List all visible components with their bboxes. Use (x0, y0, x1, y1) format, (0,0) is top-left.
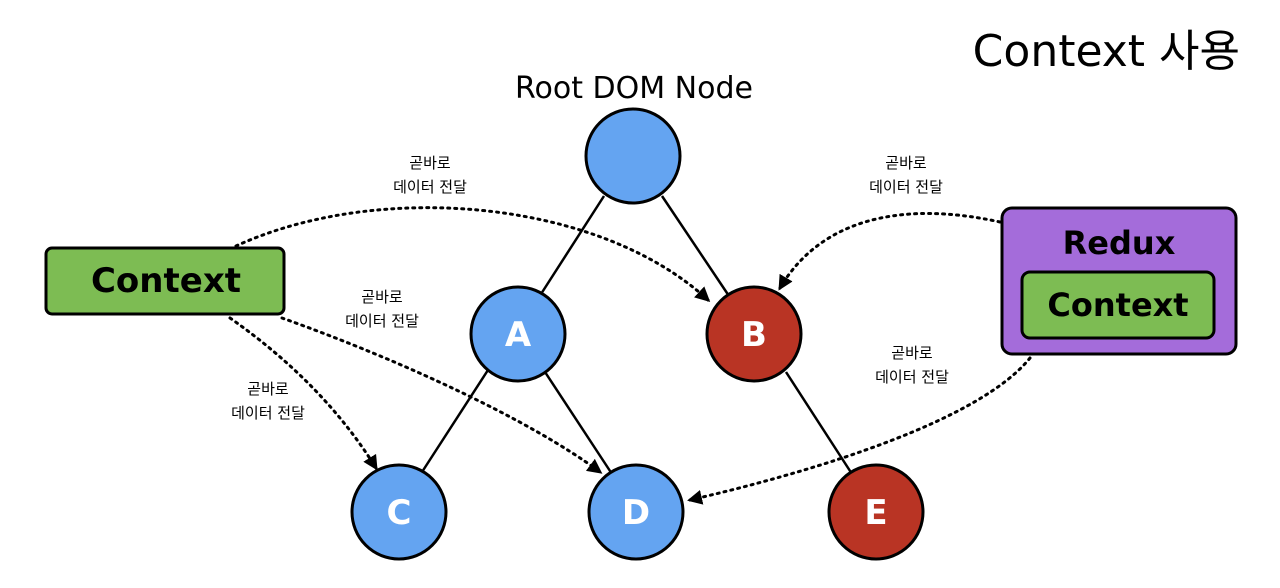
annotation-2: 곧바로 데이터 전달 (345, 288, 419, 330)
annotation-3-line1: 곧바로 (247, 380, 289, 398)
context-box-label: Context (91, 261, 241, 301)
edge-b-e (784, 371, 854, 475)
annotation-3: 곧바로 데이터 전달 (231, 380, 305, 422)
node-b-label: B (741, 315, 767, 355)
node-a-circle (469, 285, 567, 383)
flow-context-to-c (228, 316, 378, 471)
edge-a-d (543, 371, 614, 475)
node-b: B (705, 285, 803, 383)
root-node-label: Root DOM Node (515, 71, 753, 106)
redux-box-label: Redux (1063, 224, 1176, 262)
context-box: Context (44, 246, 286, 316)
tree-edges (420, 195, 854, 475)
redux-inner-context-label: Context (1047, 286, 1188, 324)
edge-root-b (660, 195, 731, 297)
node-c: C (350, 463, 448, 561)
node-d-label: D (622, 493, 650, 533)
annotation-1-line2: 데이터 전달 (393, 178, 467, 196)
node-d-circle (587, 463, 685, 561)
node-b-circle (705, 285, 803, 383)
annotation-1-line1: 곧바로 (409, 154, 451, 172)
redux-inner-context-rect (1020, 270, 1216, 340)
annotation-2-line1: 곧바로 (361, 288, 403, 306)
node-root (584, 107, 682, 205)
flow-redux-to-d (687, 356, 1032, 505)
annotation-2-line2: 데이터 전달 (345, 312, 419, 330)
annotation-5: 곧바로 데이터 전달 (875, 344, 949, 386)
context-flows (228, 206, 1032, 505)
node-e-circle (827, 463, 925, 561)
node-root-circle (584, 107, 682, 205)
node-c-circle (350, 463, 448, 561)
page-title: Context 사용 (973, 26, 1240, 77)
context-box-rect (44, 246, 286, 316)
annotation-4-line1: 곧바로 (885, 154, 927, 172)
annotation-1: 곧바로 데이터 전달 (393, 154, 467, 196)
flow-context-to-b (234, 206, 711, 303)
annotation-5-line1: 곧바로 (891, 344, 933, 362)
flow-context-to-d (280, 316, 603, 474)
node-c-label: C (387, 493, 412, 533)
annotation-5-line2: 데이터 전달 (875, 368, 949, 386)
flow-redux-to-b (778, 212, 1002, 291)
node-e: E (827, 463, 925, 561)
annotation-3-line2: 데이터 전달 (231, 404, 305, 422)
edge-root-a (539, 195, 606, 295)
annotation-4: 곧바로 데이터 전달 (869, 154, 943, 196)
redux-box: Redux Context (1000, 206, 1238, 356)
annotation-4-line2: 데이터 전달 (869, 178, 943, 196)
node-a: A (469, 285, 567, 383)
node-a-label: A (505, 315, 532, 355)
node-e-label: E (864, 493, 887, 533)
edge-a-c (420, 369, 490, 473)
node-d: D (587, 463, 685, 561)
